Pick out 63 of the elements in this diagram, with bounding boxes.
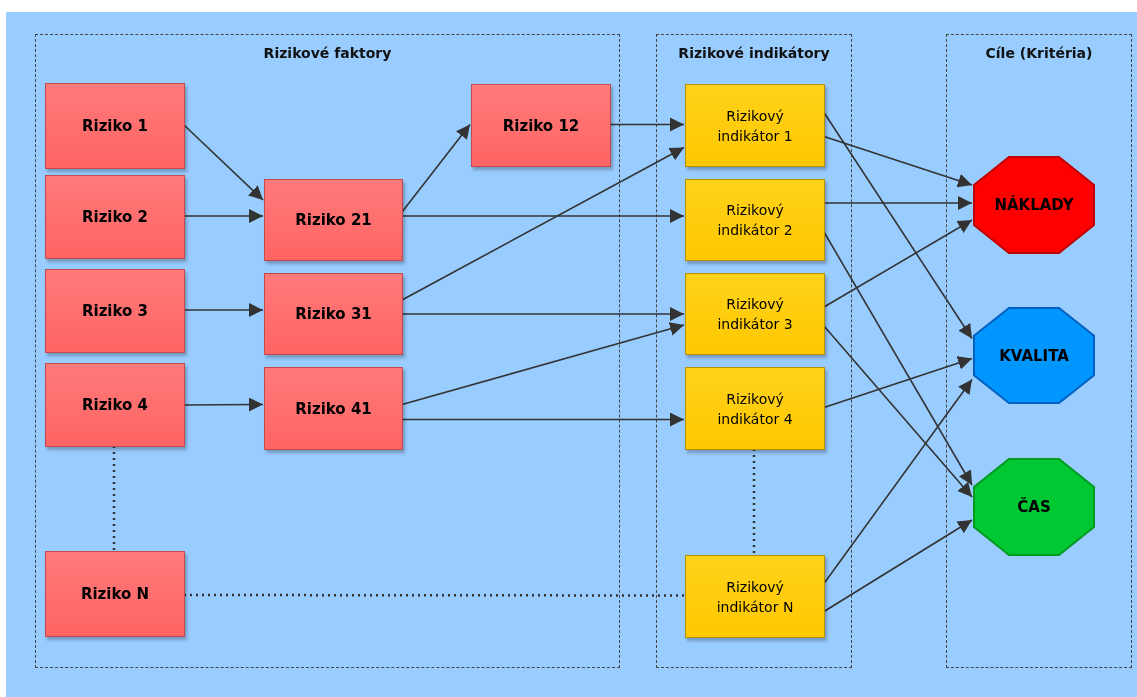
node-label: Riziko 21 [295,211,372,229]
arrow [823,111,973,340]
arrow [823,519,973,613]
indicator-box [685,273,825,355]
dashed-group-frame [946,34,1132,668]
goal-octagon [973,458,1095,556]
arrow [401,123,471,213]
node-label: Riziko N [80,585,150,603]
risk-box [264,179,403,261]
arrow [823,135,973,188]
arrow [401,307,685,321]
node-label: Riziko 12 [502,116,580,135]
group-title: Rizikové faktory [263,45,392,61]
group-title: Rizikové indikátory [678,45,830,61]
node-label: Riziko 31 [295,305,372,323]
group-title: Cíle (Kritéria) [985,45,1093,61]
risk-box [45,269,185,353]
risk-box [264,367,403,450]
goal-octagon [973,307,1095,404]
risk-box [45,551,185,637]
indicator-box [685,179,825,261]
node-label: Riziko 4 [81,396,149,414]
dotted-connector [752,449,756,554]
risk-box [45,175,185,259]
arrow [823,356,973,409]
risk-box [264,273,403,355]
arrow [401,322,685,406]
node-label: Rizikový indikátor 4 [716,389,794,429]
dotted-connector [112,446,116,550]
arrow [823,219,973,308]
dotted-connector [184,593,684,597]
node-label: ČAS [1017,498,1051,516]
indicator-box [685,84,825,167]
indicator-box [685,367,825,450]
arrow [401,146,685,301]
arrow [401,412,685,427]
arrow [823,196,973,210]
arrow [823,378,973,585]
arrow [183,124,264,201]
arrow [823,325,973,498]
node-label: Rizikový indikátor N [715,577,795,617]
node-label: KVALITA [999,346,1069,365]
goal-octagon [973,156,1095,254]
arrow [609,117,685,132]
node-label: Riziko 41 [295,399,372,418]
arrow [183,397,264,412]
node-label: Rizikový indikátor 2 [716,201,794,240]
arrow [183,303,264,317]
risk-box [471,84,611,167]
node-label: Riziko 2 [81,208,149,226]
indicator-box [685,555,825,638]
risk-box [45,363,185,447]
arrow [183,209,264,223]
dashed-group-frame [656,34,852,668]
node-label: Riziko 1 [81,117,149,135]
node-label: NÁKLADY [994,196,1074,214]
arrow [401,209,685,223]
node-label: Rizikový indikátor 1 [716,106,794,146]
dashed-group-frame [35,34,620,668]
node-label: Riziko 3 [81,302,149,320]
risk-box [45,83,185,169]
node-label: Rizikový indikátor 3 [716,295,794,334]
arrow [823,231,973,486]
